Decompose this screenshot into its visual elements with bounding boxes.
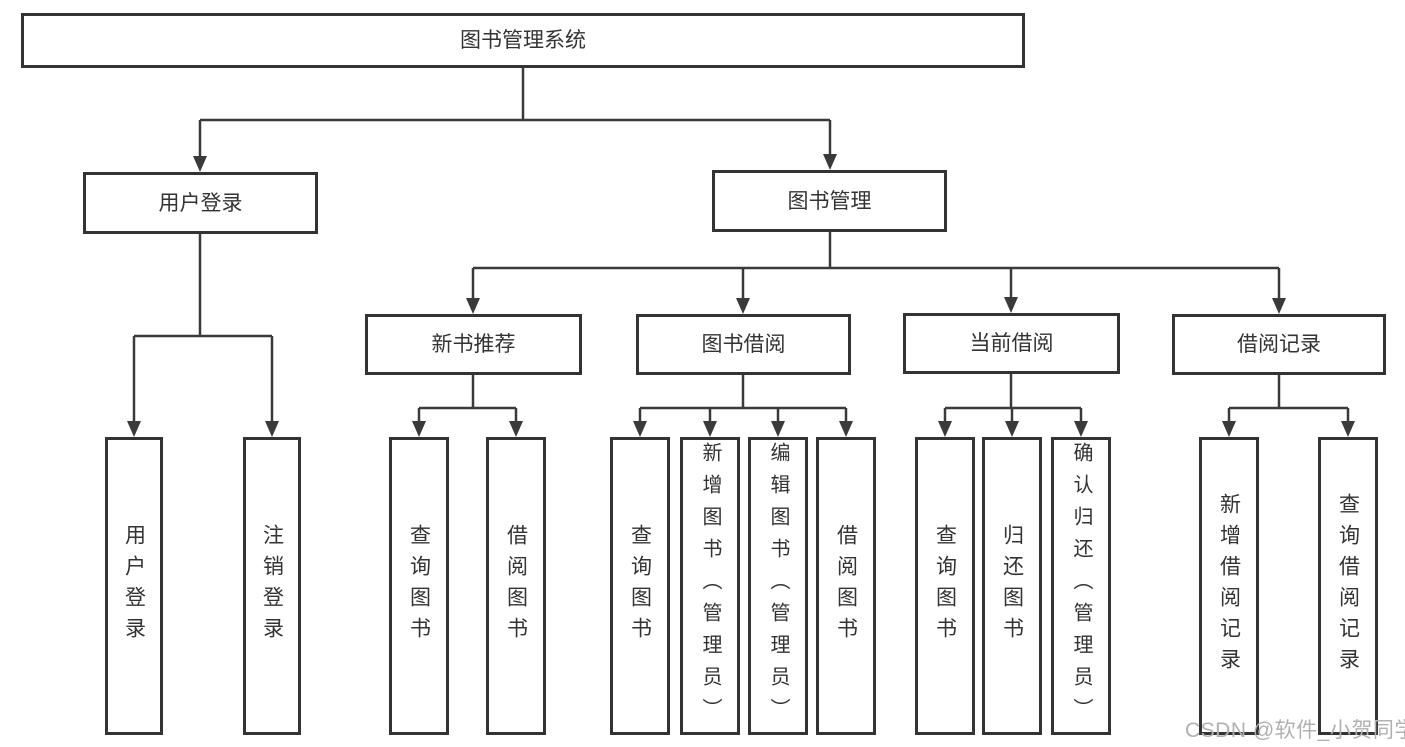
node-leaf-borrowing-borrow-books: 借阅图书 bbox=[816, 437, 876, 735]
arrow-down-icon bbox=[736, 298, 750, 314]
edge-root-level1 bbox=[198, 68, 832, 160]
arrow-down-icon bbox=[938, 421, 952, 437]
node-leaf-borrowing-edit-books-admin: 编辑图书（管理员） bbox=[748, 437, 808, 735]
arrow-down-icon bbox=[1074, 421, 1088, 437]
edge-book-level2 bbox=[471, 232, 1281, 302]
node-leaf-recommend-query-books: 查询图书 bbox=[389, 437, 449, 735]
node-borrow-records: 借阅记录 bbox=[1172, 314, 1386, 375]
arrow-down-icon bbox=[771, 421, 785, 437]
csdn-watermark: CSDN @软件_小贺同学 bbox=[1185, 719, 1405, 742]
edge-user-children bbox=[132, 234, 274, 425]
arrow-down-icon bbox=[1005, 421, 1019, 437]
node-leaf-current-query-books: 查询图书 bbox=[915, 437, 975, 735]
node-library-management-system: 图书管理系统 bbox=[21, 13, 1025, 68]
arrow-down-icon bbox=[1222, 421, 1236, 437]
arrow-down-icon bbox=[703, 421, 717, 437]
edge-bor-children bbox=[638, 375, 848, 425]
arrow-down-icon bbox=[1341, 421, 1355, 437]
node-leaf-recommend-borrow-books: 借阅图书 bbox=[486, 437, 546, 735]
arrow-down-icon bbox=[633, 421, 647, 437]
arrow-down-icon bbox=[1004, 297, 1018, 313]
node-new-book-recommend: 新书推荐 bbox=[365, 314, 582, 375]
edge-rec-children bbox=[417, 375, 518, 425]
node-leaf-records-add-record: 新增借阅记录 bbox=[1199, 437, 1259, 735]
edge-hist-children bbox=[1227, 375, 1350, 425]
edge-cur-children bbox=[943, 374, 1083, 425]
node-leaf-current-confirm-return-admin: 确认归还（管理员） bbox=[1051, 437, 1111, 735]
arrow-down-icon bbox=[466, 298, 480, 314]
node-leaf-logout: 注销登录 bbox=[243, 437, 301, 735]
arrow-down-icon bbox=[839, 421, 853, 437]
arrow-down-icon bbox=[1272, 298, 1286, 314]
arrow-down-icon bbox=[823, 154, 837, 170]
node-leaf-borrowing-query-books: 查询图书 bbox=[610, 437, 670, 735]
node-leaf-borrowing-add-books-admin: 新增图书（管理员） bbox=[680, 437, 740, 735]
node-leaf-current-return-books: 归还图书 bbox=[982, 437, 1042, 735]
arrow-down-icon bbox=[127, 421, 141, 437]
node-leaf-records-query-record: 查询借阅记录 bbox=[1318, 437, 1378, 735]
node-current-borrowing: 当前借阅 bbox=[903, 313, 1120, 374]
arrow-down-icon bbox=[509, 421, 523, 437]
node-user-login-branch: 用户登录 bbox=[83, 172, 318, 234]
node-book-management-branch: 图书管理 bbox=[712, 170, 947, 232]
node-leaf-user-login: 用户登录 bbox=[105, 437, 163, 735]
arrow-down-icon bbox=[193, 156, 207, 172]
arrow-down-icon bbox=[265, 421, 279, 437]
arrowheads bbox=[127, 154, 1355, 437]
arrow-down-icon bbox=[412, 421, 426, 437]
node-book-borrowing: 图书借阅 bbox=[636, 314, 851, 375]
